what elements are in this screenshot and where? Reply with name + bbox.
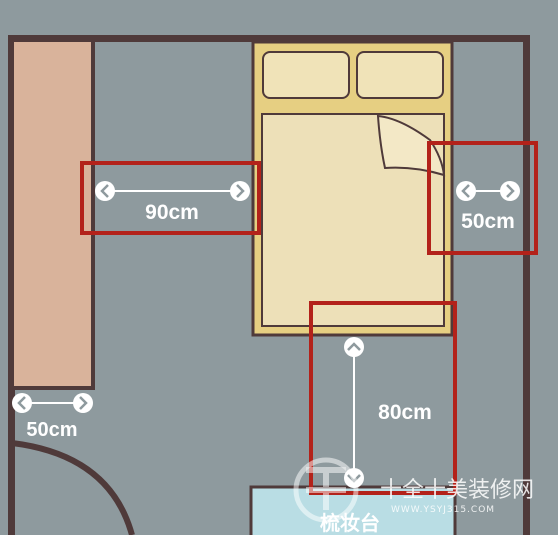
door-swing-arc — [11, 440, 135, 535]
chevron-left-icon — [461, 184, 470, 198]
dresser-label: 梳妆台 — [320, 511, 380, 535]
arrow-end-wardrobe-b — [73, 393, 93, 413]
pillow-left — [262, 51, 350, 99]
highlight-box-right — [427, 141, 538, 255]
watermark: 十全十美装修网 WWW.YSYJ315.COM — [293, 457, 534, 523]
highlight-boxes — [80, 141, 538, 495]
arrow-end-right-a — [456, 181, 476, 201]
highlight-box-left — [80, 161, 261, 235]
chevron-right-icon — [236, 184, 245, 198]
arrow-end-left-a — [95, 181, 115, 201]
top-wall — [8, 35, 530, 42]
watermark-url: WWW.YSYJ315.COM — [391, 505, 495, 515]
chevron-right-icon — [79, 396, 88, 410]
chevron-up-icon — [347, 342, 361, 351]
dimension-arrows — [12, 181, 520, 488]
chevron-left-icon — [17, 396, 26, 410]
chevron-left-icon — [100, 184, 109, 198]
label-right-clearance: 50cm — [461, 210, 515, 233]
bed — [251, 40, 454, 337]
label-foot-clearance: 80cm — [378, 401, 432, 424]
chevron-right-icon — [506, 184, 515, 198]
wardrobe — [10, 38, 95, 390]
arrow-end-wardrobe-a — [12, 393, 32, 413]
label-wardrobe-clearance: 50cm — [26, 419, 77, 441]
highlight-box-foot — [309, 301, 457, 495]
right-wall — [523, 35, 530, 535]
pillow-right — [356, 51, 444, 99]
watermark-logo — [293, 457, 359, 523]
arrow-end-foot-a — [344, 337, 364, 357]
watermark-brand: 十全十美装修网 — [380, 478, 534, 503]
label-left-clearance: 90cm — [145, 201, 199, 224]
arrow-end-right-b — [500, 181, 520, 201]
arrow-end-left-b — [230, 181, 250, 201]
